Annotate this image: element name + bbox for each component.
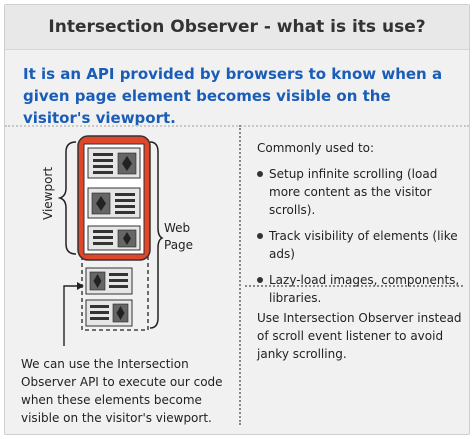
web-page-label-line1: Web xyxy=(164,221,190,235)
top-divider xyxy=(5,125,469,127)
diamond-icon xyxy=(93,274,102,288)
list-item-text: Setup infinite scrolling (load more cont… xyxy=(269,167,438,217)
web-page-bracket xyxy=(149,141,164,329)
diamond-icon xyxy=(96,196,106,211)
intro-text: It is an API provided by browsers to kno… xyxy=(23,65,443,127)
page-element xyxy=(85,267,133,295)
tip-text: Use Intersection Observer instead of scr… xyxy=(257,311,462,361)
diamond-icon xyxy=(116,306,125,320)
viewport-label: Viewport xyxy=(41,167,55,220)
list-item: Track visibility of elements (like ads) xyxy=(255,227,465,263)
page-element xyxy=(85,299,133,327)
list-item: Lazy-load images, components, libraries. xyxy=(255,271,465,307)
list-item: Setup infinite scrolling (load more cont… xyxy=(255,165,465,219)
diamond-icon xyxy=(123,232,131,245)
arrow-head-icon xyxy=(77,282,84,290)
middle-divider xyxy=(245,285,463,287)
uses-heading: Commonly used to: xyxy=(257,141,375,155)
title-bar: Intersection Observer - what is its use? xyxy=(5,5,469,50)
vertical-divider xyxy=(239,125,241,425)
bullet-dot-icon xyxy=(257,277,263,283)
infographic-card: Intersection Observer - what is its use?… xyxy=(4,4,470,435)
page-element xyxy=(87,187,141,219)
web-page-label-line2: Page xyxy=(164,238,193,252)
uses-list: Setup infinite scrolling (load more cont… xyxy=(255,165,465,315)
bullet-dot-icon xyxy=(257,171,263,177)
bullet-dot-icon xyxy=(257,233,263,239)
diagram-caption: We can use the Intersection Observer API… xyxy=(21,357,223,425)
page-element xyxy=(87,225,141,251)
diamond-icon xyxy=(122,156,132,171)
page-title: Intersection Observer - what is its use? xyxy=(48,17,426,37)
list-item-text: Lazy-load images, components, libraries. xyxy=(269,273,460,305)
list-item-text: Track visibility of elements (like ads) xyxy=(269,229,458,261)
viewport-bracket xyxy=(57,141,77,255)
arrow-connector xyxy=(63,285,80,346)
page-element xyxy=(87,147,141,179)
